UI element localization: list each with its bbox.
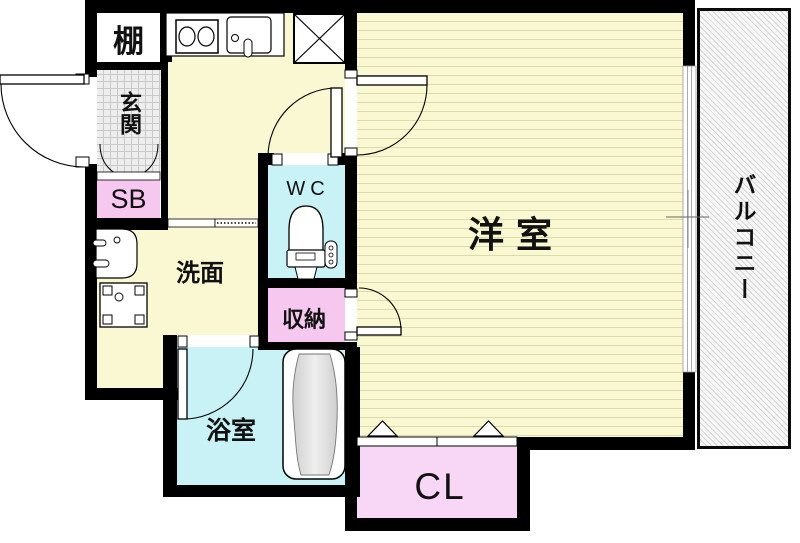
wall-segment xyxy=(345,518,530,531)
room-washroom-lower xyxy=(95,335,163,388)
wall-segment xyxy=(85,0,97,77)
bathtub-icon xyxy=(282,348,346,480)
western-room-door-swing-icon xyxy=(356,75,428,156)
toilet-icon xyxy=(286,205,338,280)
kitchen-counter xyxy=(165,12,285,58)
washbasin-icon xyxy=(92,228,138,279)
wall-segment xyxy=(683,372,695,450)
label-shelf: 棚 xyxy=(113,23,144,59)
kitchen-sink-icon xyxy=(226,16,272,58)
wall-segment xyxy=(517,437,530,531)
wall-segment xyxy=(258,342,357,350)
wall-segment xyxy=(517,437,695,450)
shoebox-sill xyxy=(96,171,161,181)
label-bathroom: 浴室 xyxy=(205,417,256,445)
bathroom-door-swing-icon xyxy=(177,348,254,420)
label-wc: WC xyxy=(286,177,330,200)
wall-segment xyxy=(683,0,695,66)
shaft-x-icon xyxy=(293,13,346,64)
room-entrance xyxy=(97,70,161,172)
room-hallway xyxy=(167,153,258,227)
label-shoe-box: SB xyxy=(110,183,147,214)
label-western-room: 洋室 xyxy=(467,214,564,255)
room-storage xyxy=(268,288,345,342)
wall-segment xyxy=(97,62,168,70)
wall-segment xyxy=(163,485,360,497)
wall-segment xyxy=(258,278,345,288)
sliding-door-icon xyxy=(167,218,259,228)
room-balcony xyxy=(697,8,791,449)
room-closet xyxy=(357,437,517,518)
label-storage: 収納 xyxy=(281,307,326,332)
washing-machine-pan-icon xyxy=(99,282,148,328)
entrance-door-swing-icon xyxy=(0,74,85,168)
label-washroom: 洗面 xyxy=(176,259,224,287)
wall-segment xyxy=(258,153,274,165)
wall-segment xyxy=(345,13,357,70)
storage-side-door-swing-icon xyxy=(356,287,402,336)
sliding-window-icon xyxy=(666,65,709,373)
wall-segment xyxy=(85,218,168,230)
room-shelf xyxy=(97,13,160,62)
wall-segment xyxy=(163,335,177,497)
wall-segment xyxy=(336,153,345,165)
doorway-openings xyxy=(85,77,357,347)
wall-segment xyxy=(258,153,268,350)
hall-door-swing-icon xyxy=(267,87,343,158)
wall-segment xyxy=(345,156,357,289)
stove-icon xyxy=(175,19,219,54)
wall-segment xyxy=(85,0,695,13)
label-closet: CL xyxy=(414,466,466,507)
label-entrance: 玄関 xyxy=(117,91,142,135)
wall-segment xyxy=(347,347,360,497)
wall-segment xyxy=(161,70,168,218)
label-balcony: バルコニー xyxy=(730,173,756,303)
folding-door-icon xyxy=(356,420,518,447)
wall-segment xyxy=(85,388,180,400)
room-shoe-box xyxy=(97,180,160,218)
